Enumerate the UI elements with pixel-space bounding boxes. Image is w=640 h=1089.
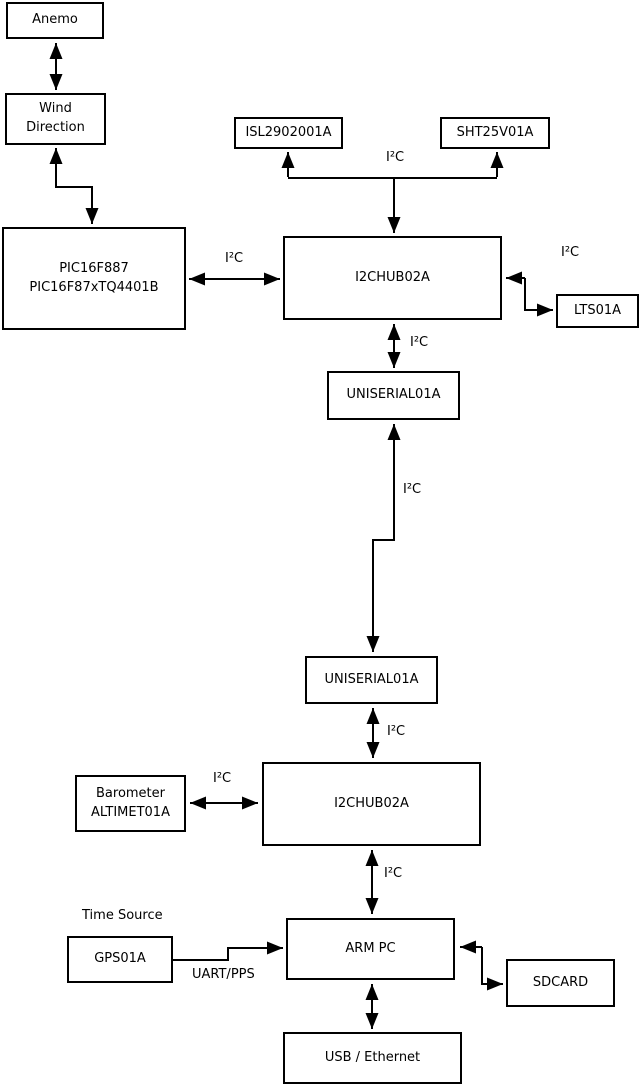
label-time-source: Time Source xyxy=(82,908,163,923)
node-i2chub02a-bottom: I2CHUB02A xyxy=(262,762,481,846)
edge-gps-arm xyxy=(173,941,283,961)
node-i2chub02a-top: I2CHUB02A xyxy=(283,236,502,320)
node-anemo: Anemo xyxy=(6,2,104,39)
edge-label-i2c-hub2-arm: I²C xyxy=(384,866,403,881)
node-barometer-altimet01a: Barometer ALTIMET01A xyxy=(75,775,186,832)
edge-label-uart-pps: UART/PPS xyxy=(192,967,255,982)
node-usb-ethernet: USB / Ethernet xyxy=(283,1032,462,1084)
node-isl2902001a: ISL2902001A xyxy=(234,117,343,149)
node-gps01a: GPS01A xyxy=(67,936,173,983)
edge-label-i2c-uni1-uni2: I²C xyxy=(403,482,422,497)
node-uniserial01a-upper: UNISERIAL01A xyxy=(327,371,460,420)
node-lts01a: LTS01A xyxy=(556,294,639,328)
edge-label-i2c-uni2-hub2: I²C xyxy=(387,724,406,739)
node-uniserial01a-lower: UNISERIAL01A xyxy=(305,656,438,704)
edge-arm-sdcard-out xyxy=(481,947,503,991)
edge-label-i2c-barometer: I²C xyxy=(213,771,232,786)
edge-label-i2c-bus-top: I²C xyxy=(386,150,405,165)
node-sht25v01a: SHT25V01A xyxy=(440,117,550,149)
edge-wind-pic xyxy=(49,148,99,224)
node-wind-direction: Wind Direction xyxy=(5,93,106,145)
edge-uni1-uni2 xyxy=(366,424,401,652)
node-sdcard: SDCARD xyxy=(506,959,615,1007)
node-pic16f887: PIC16F887 PIC16F87xTQ4401B xyxy=(2,227,186,330)
edge-label-i2c-hub1-uni1: I²C xyxy=(410,335,429,350)
edge-label-i2c-pic-hub1: I²C xyxy=(225,251,244,266)
edge-label-i2c-lts: I²C xyxy=(561,245,580,260)
edge-hub1-lts-out xyxy=(524,278,553,317)
node-arm-pc: ARM PC xyxy=(286,918,455,980)
